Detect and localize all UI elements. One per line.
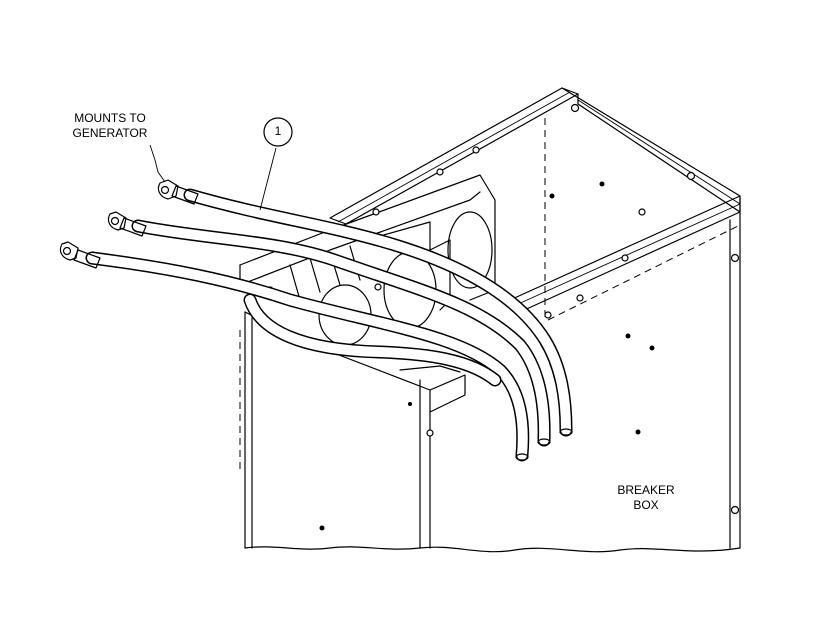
break-line xyxy=(244,546,741,553)
cables xyxy=(85,188,573,462)
screw-holes xyxy=(266,103,740,531)
terminal-3 xyxy=(59,241,101,269)
breaker-label-line-2: BOX xyxy=(633,498,659,512)
ring-terminals xyxy=(59,179,199,269)
breaker-box-label: BREAKER BOX xyxy=(594,483,698,513)
mounts-label-line-1: MOUNTS TO xyxy=(74,111,146,125)
breaker-label-line-1: BREAKER xyxy=(617,483,675,497)
terminal-1 xyxy=(157,179,199,205)
callout-1-circle xyxy=(263,117,293,147)
leader-lines xyxy=(149,144,277,211)
callout-1-leader xyxy=(259,147,277,211)
mounts-leader xyxy=(149,144,166,183)
terminal-2 xyxy=(107,211,147,237)
callout-1-number: 1 xyxy=(274,124,282,138)
mounts-label-line-2: GENERATOR xyxy=(72,126,148,140)
mounts-to-generator-label: MOUNTS TO GENERATOR xyxy=(60,111,160,141)
